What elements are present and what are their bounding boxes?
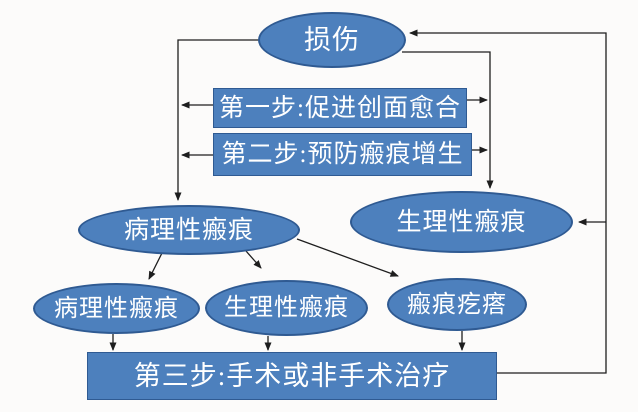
edge-step3-to-injury	[409, 29, 607, 374]
node-injury: 损伤	[258, 12, 406, 68]
node-step1: 第一步:促进创面愈合	[213, 88, 467, 128]
node-physiological-scar-main: 生理性瘢痕	[350, 191, 573, 253]
node-physiological-scar-sub: 生理性瘢痕	[205, 280, 368, 336]
edge-injury-to-pathological-main	[174, 39, 261, 201]
node-pathological-scar-sub: 病理性瘢痕	[33, 283, 200, 334]
node-pathological-scar-main: 病理性瘢痕	[78, 205, 300, 255]
edge-injury-to-physiological-main	[402, 51, 494, 189]
node-step2: 第二步:预防瘢痕增生	[213, 133, 472, 176]
edge-pathmain-to-physsub	[245, 250, 262, 269]
edge-pathmain-to-keloid	[296, 238, 399, 277]
node-step3: 第三步:手术或非手术治疗	[87, 352, 497, 400]
edge-pathmain-to-pathsub	[148, 252, 163, 280]
node-keloid: 瘢痕疙瘩	[387, 278, 527, 331]
